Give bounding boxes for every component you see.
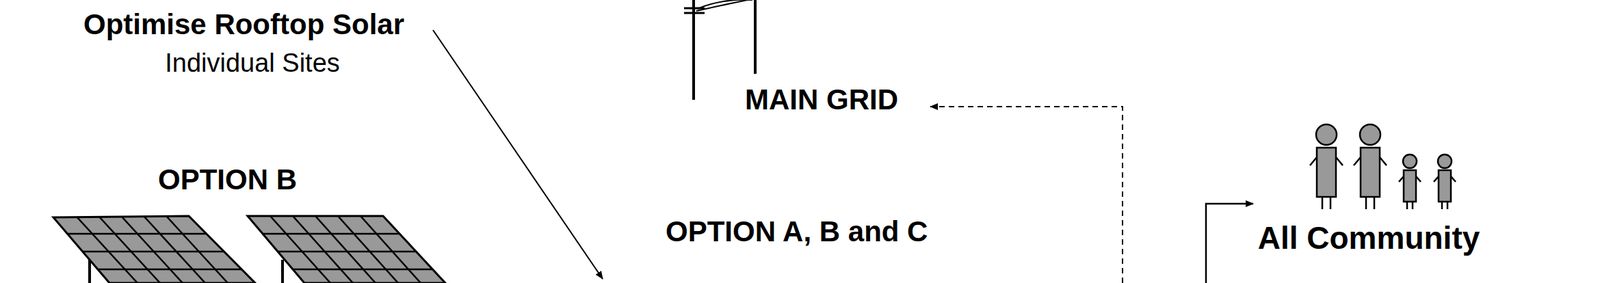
- solar-panels: [0, 216, 479, 283]
- people-icon: [1309, 124, 1456, 210]
- leader-arrow: [433, 30, 603, 280]
- community-label: All Community: [1257, 222, 1481, 254]
- heading-label: Optimise Rooftop Solar: [83, 10, 405, 39]
- power-pole: [684, 0, 756, 100]
- option-label: OPTION B: [158, 165, 297, 195]
- grid-label: MAIN GRID: [744, 85, 899, 115]
- sub-label: Individual Sites: [164, 49, 340, 76]
- dashed-arrow: [930, 106, 1123, 283]
- option-label: OPTION A, B and C: [665, 217, 928, 247]
- community-arrow: [1205, 203, 1254, 283]
